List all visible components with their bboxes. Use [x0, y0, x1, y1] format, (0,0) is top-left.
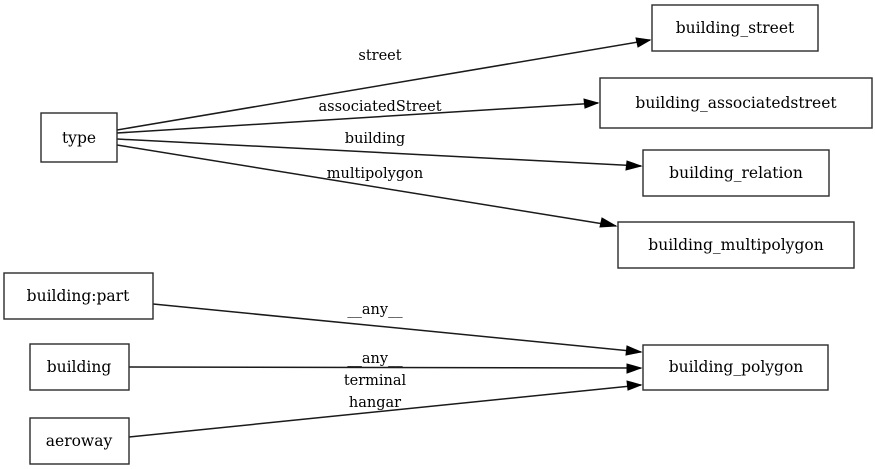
node-box [40, 112, 118, 163]
edge-label-terminal: terminal [344, 373, 407, 389]
node-box [651, 4, 819, 52]
node-label: building_associatedstreet [635, 94, 837, 112]
edge-aeroway-building_polygon [128, 380, 643, 438]
edge-label-building: building [345, 131, 405, 147]
node-box [642, 149, 830, 197]
node-box [29, 343, 130, 391]
node-box [599, 77, 873, 129]
edge-line [128, 384, 642, 438]
node-building[interactable]: building [29, 343, 130, 391]
edge-line [116, 102, 599, 134]
edge-type-building_relation [116, 138, 643, 171]
node-label: building_multipolygon [648, 236, 823, 254]
edge-line [152, 303, 642, 353]
arrowhead-icon [635, 37, 652, 48]
edge-label-hangar: hangar [349, 395, 401, 411]
arrowhead-icon [626, 363, 643, 374]
node-building_part[interactable]: building:part [3, 272, 154, 320]
node-box [3, 272, 154, 320]
edge-type-building_multipolygon [116, 144, 618, 228]
edge-line [116, 138, 642, 167]
edges-layer [116, 37, 652, 438]
edge-label-street: street [358, 48, 401, 64]
edge-labels-layer: street associatedStreet building multipo… [318, 48, 441, 411]
node-building_associatedstreet[interactable]: building_associatedstreet [599, 77, 873, 129]
arrowhead-icon [625, 160, 643, 171]
edge-label-multipolygon: multipolygon [327, 166, 423, 182]
edge-line [116, 39, 651, 131]
edge-label-any-building: __any__ [347, 351, 403, 367]
node-label: building_street [676, 19, 795, 37]
node-label: aeroway [46, 432, 113, 450]
arrowhead-icon [583, 98, 600, 109]
node-box [617, 221, 855, 269]
node-label: building:part [27, 287, 130, 305]
edge-line [116, 144, 617, 227]
node-type[interactable]: type [40, 112, 118, 163]
node-label: building [47, 358, 112, 376]
node-building_street[interactable]: building_street [651, 4, 819, 52]
edge-label-associatedstreet: associatedStreet [318, 99, 441, 115]
edge-building-building_polygon [128, 363, 643, 374]
node-building_polygon[interactable]: building_polygon [642, 344, 829, 391]
node-building_relation[interactable]: building_relation [642, 149, 830, 197]
node-label: type [62, 129, 96, 147]
edge-line [128, 366, 642, 369]
edge-building_part-building_polygon [152, 303, 643, 356]
node-aeroway[interactable]: aeroway [29, 417, 130, 465]
arrowhead-icon [626, 380, 643, 391]
node-box [642, 344, 829, 391]
arrowhead-icon [599, 217, 618, 228]
nodes-layer: type building_street building_associated… [3, 4, 873, 465]
node-label: building_polygon [669, 358, 804, 376]
node-label: building_relation [669, 164, 803, 182]
node-box [29, 417, 130, 465]
edge-type-building_street [116, 37, 652, 131]
arrowhead-icon [625, 345, 643, 356]
edge-type-building_associatedstreet [116, 98, 600, 134]
edge-label-any-part: __any__ [347, 302, 403, 318]
node-building_multipolygon[interactable]: building_multipolygon [617, 221, 855, 269]
